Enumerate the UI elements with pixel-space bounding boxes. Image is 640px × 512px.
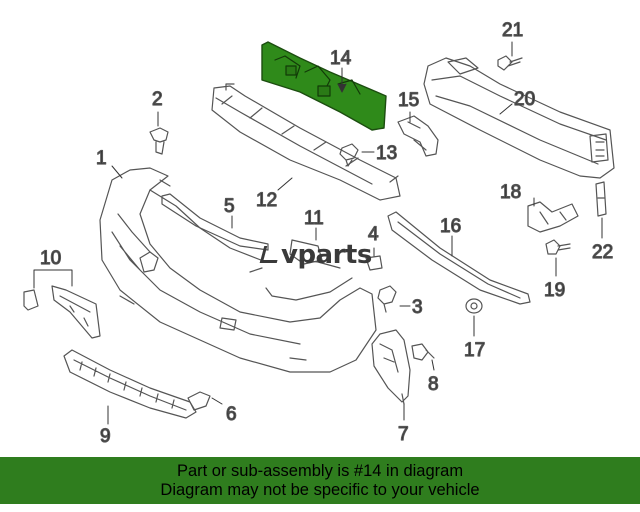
part-9-grille <box>63 349 197 419</box>
watermark-text: vparts <box>281 240 372 270</box>
part-15-bracket <box>397 115 439 157</box>
part-22-stud <box>595 181 607 217</box>
callout-15: 15 <box>398 90 419 111</box>
callout-6: 6 <box>226 404 237 425</box>
callout-19: 19 <box>544 280 565 301</box>
callout-8: 8 <box>428 374 439 395</box>
part-18-bracket <box>527 201 579 233</box>
part-3-clip <box>377 285 397 313</box>
callout-12: 12 <box>256 190 277 211</box>
callout-2: 2 <box>152 89 163 110</box>
part-8-bolt <box>411 343 435 361</box>
part-16-support <box>387 211 531 305</box>
part-19-bolt <box>545 239 571 255</box>
part-2-clip <box>149 127 169 155</box>
footer-line-1: Part or sub-assembly is #14 in diagram <box>176 462 464 480</box>
callout-5: 5 <box>224 196 235 217</box>
callout-21: 21 <box>502 20 523 41</box>
part-10-reflector <box>23 285 101 339</box>
watermark-logo: vparts <box>259 240 372 270</box>
watermark-mark-icon <box>259 246 282 263</box>
part-20-reinforcement <box>423 57 615 179</box>
callout-14: 14 <box>330 48 352 69</box>
callout-9: 9 <box>100 426 111 447</box>
part-6-cap <box>187 391 211 411</box>
callout-22: 22 <box>592 242 613 263</box>
part-17-nut <box>465 298 483 314</box>
callout-3: 3 <box>412 297 423 318</box>
callout-4: 4 <box>368 224 379 245</box>
part-13-clip <box>339 143 359 167</box>
callout-13: 13 <box>376 143 397 164</box>
part-4-clip <box>365 255 383 271</box>
footer-banner: Part or sub-assembly is #14 in diagram D… <box>0 457 640 504</box>
callout-16: 16 <box>440 216 461 237</box>
callout-11: 11 <box>304 208 324 229</box>
part-14-absorber <box>261 41 387 131</box>
callout-1: 1 <box>96 148 107 169</box>
callout-7: 7 <box>398 424 409 445</box>
part-7-bracket <box>371 329 411 405</box>
callout-17: 17 <box>464 340 485 361</box>
part-21-bolt <box>497 55 523 71</box>
part-11-bracket <box>289 239 323 265</box>
callout-10: 10 <box>40 248 61 269</box>
part-1-bumper-cover <box>99 167 377 373</box>
callout-18: 18 <box>500 182 521 203</box>
callout-20: 20 <box>514 89 535 110</box>
footer-line-2: Diagram may not be specific to your vehi… <box>160 481 480 499</box>
part-12-retainer <box>211 83 401 201</box>
part-5-strip <box>161 193 269 251</box>
